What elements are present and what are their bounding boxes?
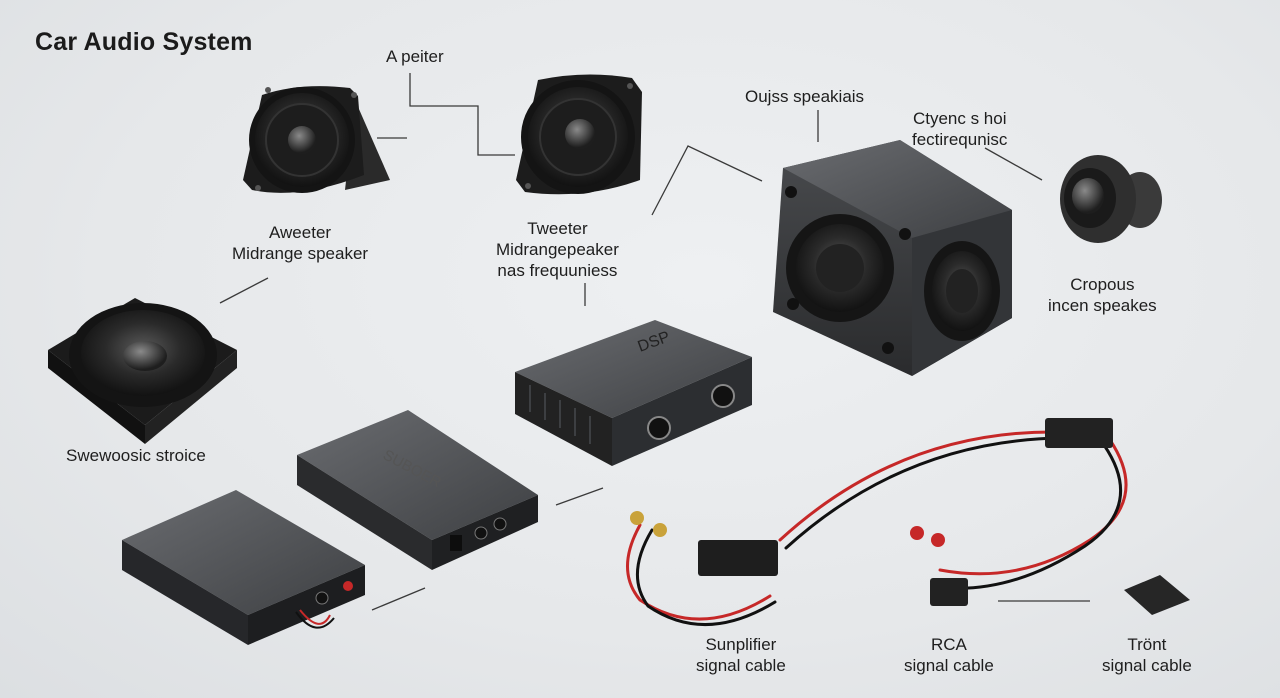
page-title: Car Audio System <box>35 28 253 56</box>
square-frame-speaker <box>48 298 237 444</box>
label-tweeter-right-bottom: Cropous incen speakes <box>1048 275 1157 315</box>
label-square-speaker: Swewoosic stroice <box>66 446 206 465</box>
label-cable-3: Trönt signal cable <box>1102 635 1192 675</box>
head-unit-box <box>122 490 365 645</box>
callout-top: A peiter <box>386 47 444 66</box>
label-tweeter-right-top: Ctyenc s hoi fectirequnisc <box>912 109 1008 149</box>
label-midrange-left: Aweeter Midrange speaker <box>232 223 369 263</box>
leader-lines <box>219 73 1090 611</box>
dome-tweeter-right <box>1060 155 1162 243</box>
midrange-speaker-left <box>243 86 390 193</box>
tweeter-speaker-center <box>516 74 642 195</box>
signal-cables <box>626 418 1190 626</box>
label-cable-2: RCA signal cable <box>904 635 994 675</box>
dsp-amplifier: DSP <box>515 320 752 466</box>
label-tweeter-center: Tweeter Midrangepeaker nas frequuniess <box>496 219 619 280</box>
label-subwoofer: Oujss speakiais <box>745 87 865 106</box>
label-cable-1: Sunplifier signal cable <box>696 635 786 675</box>
amplifier-box: SUBOER <box>297 410 538 570</box>
subwoofer-enclosure <box>773 140 1012 376</box>
